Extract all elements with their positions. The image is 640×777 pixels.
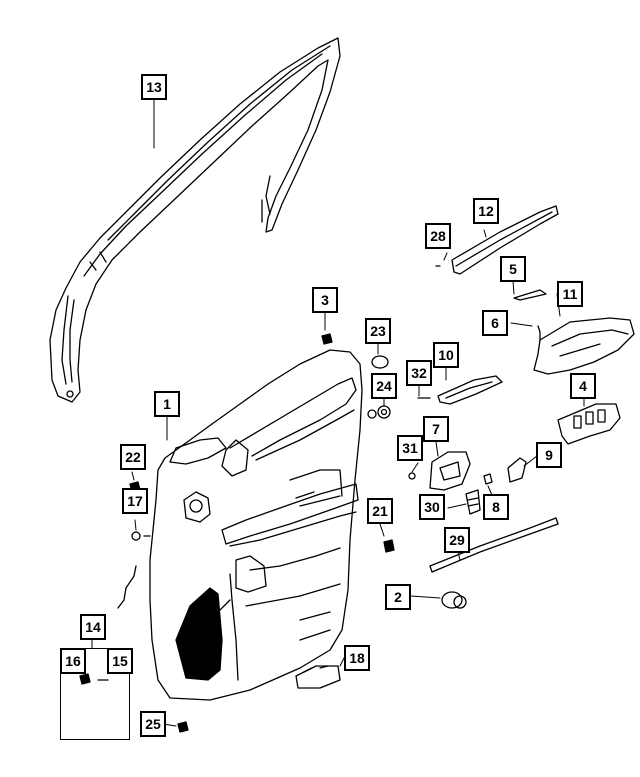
callout-4: 4 (570, 373, 596, 399)
part-17 (131, 531, 141, 541)
part-6 (537, 325, 541, 341)
callout-24: 24 (371, 373, 397, 399)
part-12 (451, 205, 559, 275)
callout-31: 31 (397, 435, 423, 461)
callout-11: 11 (557, 281, 583, 307)
part-2 (441, 591, 467, 609)
part-29 (429, 517, 559, 573)
callout-16: 16 (60, 648, 86, 674)
part-8 (483, 473, 493, 485)
part-31 (408, 472, 416, 480)
callout-23: 23 (365, 318, 391, 344)
callout-32: 32 (406, 360, 432, 386)
part-30 (465, 489, 481, 515)
callout-1: 1 (154, 391, 180, 417)
callout-14: 14 (80, 614, 106, 640)
part-25 (177, 721, 189, 733)
part-7 (429, 451, 471, 491)
callout-7: 7 (423, 416, 449, 442)
part-5 (513, 289, 547, 301)
part-3 (321, 333, 333, 345)
callout-3: 3 (312, 287, 338, 313)
part-16 (79, 673, 91, 685)
part-24 (377, 405, 391, 419)
callout-22: 22 (120, 444, 146, 470)
callout-21: 21 (367, 498, 393, 524)
callout-30: 30 (419, 494, 445, 520)
part-18 (295, 665, 341, 689)
callout-13: 13 (141, 74, 167, 100)
part-21 (383, 539, 395, 553)
callout-18: 18 (344, 645, 370, 671)
door-frame-molding (49, 37, 341, 403)
callout-17: 17 (122, 488, 148, 514)
door-trim-panel (149, 349, 363, 701)
part-23 (371, 355, 389, 369)
callout-9: 9 (536, 442, 562, 468)
part-9 (507, 457, 527, 483)
callout-8: 8 (483, 494, 509, 520)
part-4 (557, 403, 621, 445)
callout-15: 15 (107, 648, 133, 674)
callout-5: 5 (500, 256, 526, 282)
part-10 (437, 375, 503, 405)
leader-lines (91, 97, 585, 727)
callout-12: 12 (473, 198, 499, 224)
wiring (117, 565, 137, 609)
part-11 (533, 317, 635, 375)
callout-6: 6 (482, 310, 508, 336)
callout-25: 25 (140, 711, 166, 737)
callout-29: 29 (444, 527, 470, 553)
kit-14-box (60, 648, 130, 740)
callout-10: 10 (433, 342, 459, 368)
callout-28: 28 (425, 223, 451, 249)
callout-2: 2 (385, 584, 411, 610)
